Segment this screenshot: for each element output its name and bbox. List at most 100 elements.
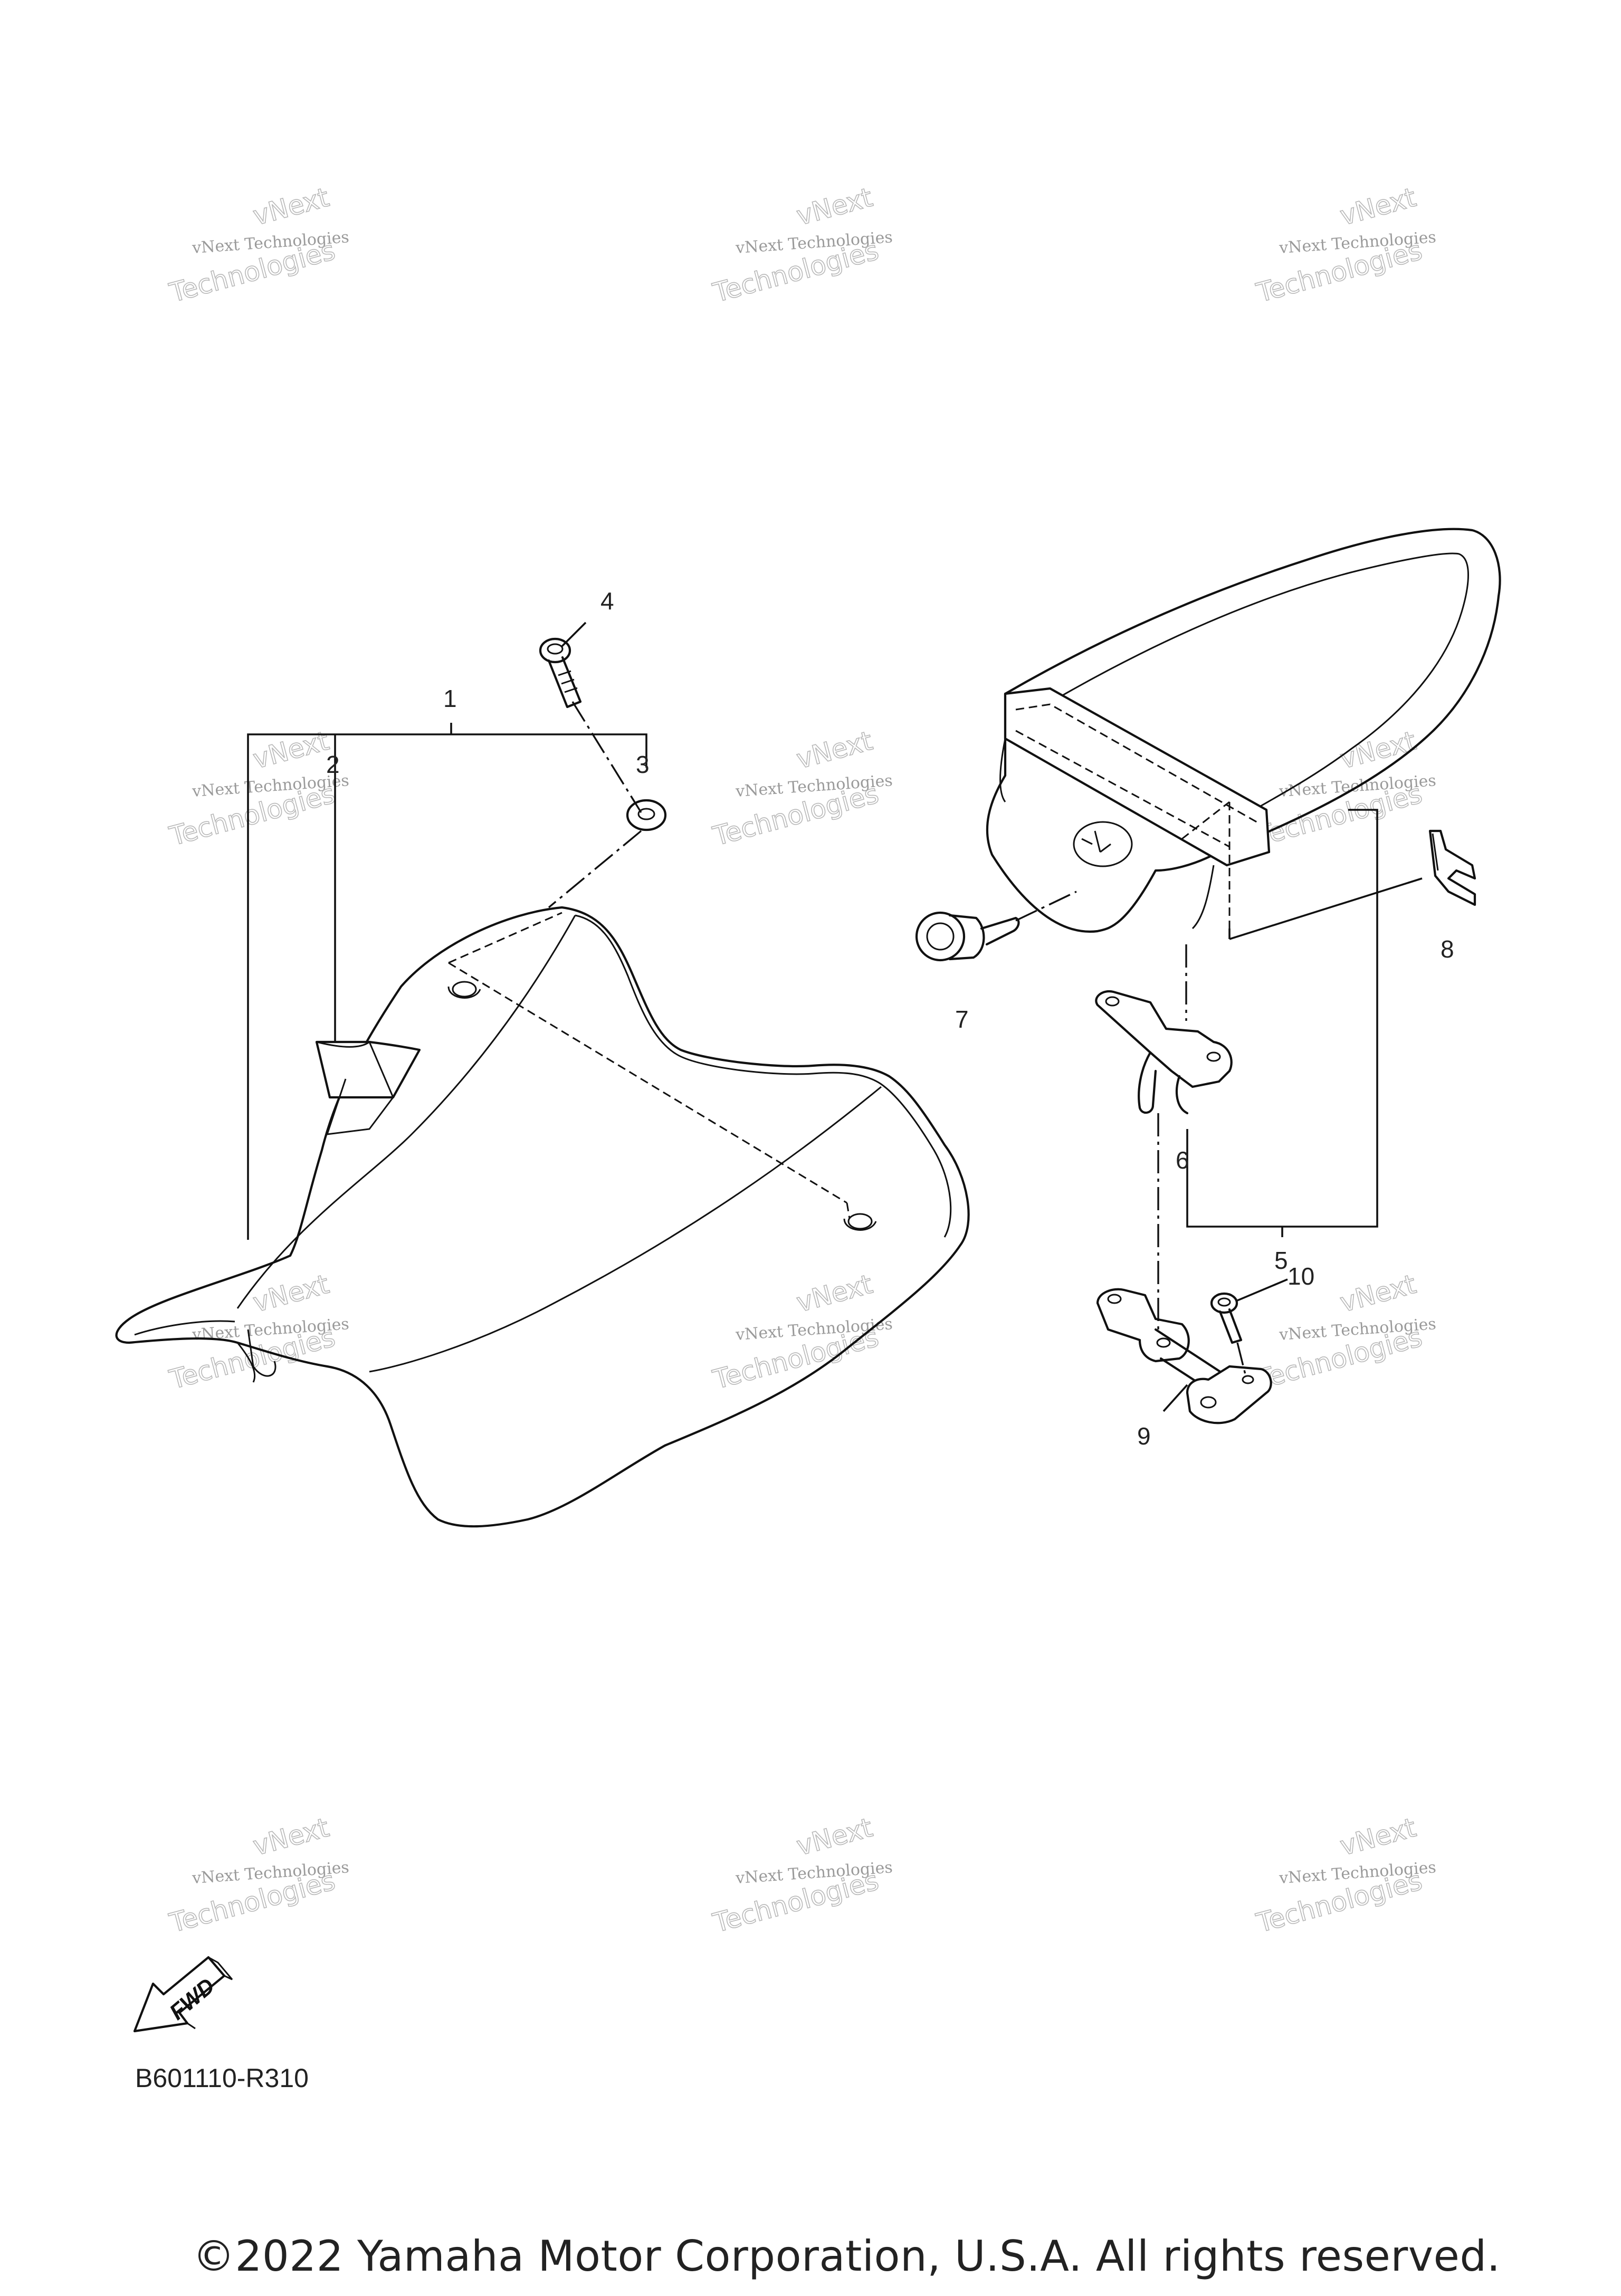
callout-5: 5 [1274,1247,1288,1274]
hook-bracket-plate [1095,990,1233,1088]
passenger-seat-hidden-line [1181,801,1230,840]
rider-seat-inner-edge [575,914,952,1238]
install-line-lock [1015,891,1077,922]
watermark-low-center: vNext Technologies vNext Technologies [709,1268,893,1395]
callout-8: 8 [1441,935,1454,963]
watermark-text: vNext [1337,1812,1419,1862]
collar-outer [626,799,667,831]
watermark-text: vNext [250,182,332,232]
callout-bracket-5 [1186,809,1378,1228]
passenger-seat-body [986,528,1501,933]
watermark-low-left: vNext Technologies vNext Technologies [166,1268,350,1395]
lock-cylinder-face [915,911,966,962]
hook-bracket-hook [1175,1075,1189,1115]
rider-seat-outline [115,906,970,1528]
key-lock-part-7 [915,911,1020,962]
seat-strap-tab-front [316,1040,394,1098]
lock-cam-lever [980,916,1020,946]
fwd-arrow-shape [133,1956,226,2033]
install-line-screw [1236,1342,1246,1375]
screw-head [1210,1292,1238,1314]
callout-6: 6 [1176,1146,1189,1174]
lock-cylinder-body [948,914,985,961]
rider-seat-hidden-line [448,962,847,1204]
watermark-text: vNext [793,182,875,232]
clip-fold [1432,833,1439,871]
watermark-text: vNext [793,1812,875,1862]
watermark-text: vNext [1337,1269,1419,1318]
watermark-text: vNext [793,1269,875,1318]
passenger-seat-lock-hole [1073,821,1133,867]
callout-3: 3 [636,751,650,778]
callout-9: 9 [1137,1422,1151,1450]
rider-seat-tip [134,1320,235,1336]
screw-part-10 [1210,1292,1243,1344]
lower-bracket-hole [1200,1396,1217,1409]
collar-part-3 [626,799,667,831]
watermark-bottom-right: vNext Technologies vNext Technologies [1253,1812,1437,1939]
watermark-text: vNext [250,1812,332,1862]
watermark-bottom-left: vNext Technologies vNext Technologies [166,1812,350,1939]
rider-seat-crease [236,915,576,1309]
rider-seat-crease [369,1086,882,1373]
watermark-top-left: vNext Technologies vNext Technologies [166,181,350,309]
fwd-arrow-depth [187,1956,233,2030]
rider-seat-hidden-line [846,1202,851,1219]
passenger-seat [986,528,1501,933]
rider-seat-mount-hole [452,981,477,998]
passenger-seat-front-face [999,738,1006,802]
lower-bracket-hole [1156,1337,1171,1348]
reference-code: B601110-R310 [135,2063,309,2093]
watermark-mid-left: vNext Technologies vNext Technologies [166,725,350,852]
install-line-collar [548,830,642,908]
callout-4: 4 [600,587,614,615]
lower-bracket-hole [1107,1294,1122,1304]
clip-body [1428,829,1476,906]
hook-bracket-hook [1138,1051,1157,1114]
rider-seat-crease [236,1342,256,1383]
install-line-bolt [571,701,642,813]
rider-seat-hook [247,1329,276,1377]
rider-seat-hidden-line [448,912,562,964]
lower-bracket-plate-right [1186,1365,1272,1424]
watermark-text: vNext [1337,182,1419,232]
watermark-low-right: vNext Technologies vNext Technologies [1253,1268,1437,1395]
screw-head-socket [1217,1297,1231,1307]
rider-seat [115,906,970,1528]
passenger-seat-strap-stitch [1015,730,1230,848]
rider-seat-mount-hole [843,1218,877,1231]
bolt-part-4 [539,637,582,709]
watermark-text: vNext [793,725,875,775]
lower-bracket-hole [1242,1375,1254,1384]
callout-leader-10 [1237,1278,1288,1302]
callout-leader-4 [561,621,587,647]
hook-bracket-hole [1105,996,1120,1007]
lock-cylinder-inner [926,922,955,951]
callout-10: 10 [1288,1262,1314,1290]
watermark-text: vNext [250,725,332,775]
lower-bracket-plate-left [1096,1288,1190,1363]
watermark-mid-right: vNext Technologies vNext Technologies [1253,725,1437,852]
callout-leader-8 [1229,877,1423,940]
rider-seat-mount-hole [847,1213,873,1230]
copyright-notice: ©2022 Yamaha Motor Corporation, U.S.A. A… [193,2232,1501,2281]
screw-shank [1218,1308,1243,1344]
rider-seat-mount-hole [447,986,481,999]
seat-strap-tab [315,1040,421,1099]
callout-7: 7 [955,1006,969,1033]
bolt-thread [558,670,578,693]
watermark-top-right: vNext Technologies vNext Technologies [1253,181,1437,309]
passenger-seat-strap-stitch [1015,703,1259,824]
callout-bracket-1 [247,733,647,1240]
watermark-bottom-center: vNext Technologies vNext Technologies [709,1812,893,1939]
bolt-head-socket [547,643,564,655]
lower-bracket-part-9 [1096,1288,1272,1424]
watermark-top-center: vNext Technologies vNext Technologies [709,181,893,309]
passenger-seat-side [1191,865,1215,930]
callout-1: 1 [443,685,457,712]
callout-leader-9 [1162,1384,1188,1412]
passenger-seat-strap [1004,687,1271,867]
fwd-arrow-icon: FWD [133,1956,233,2033]
seat-strap-tab-body [326,1078,394,1135]
